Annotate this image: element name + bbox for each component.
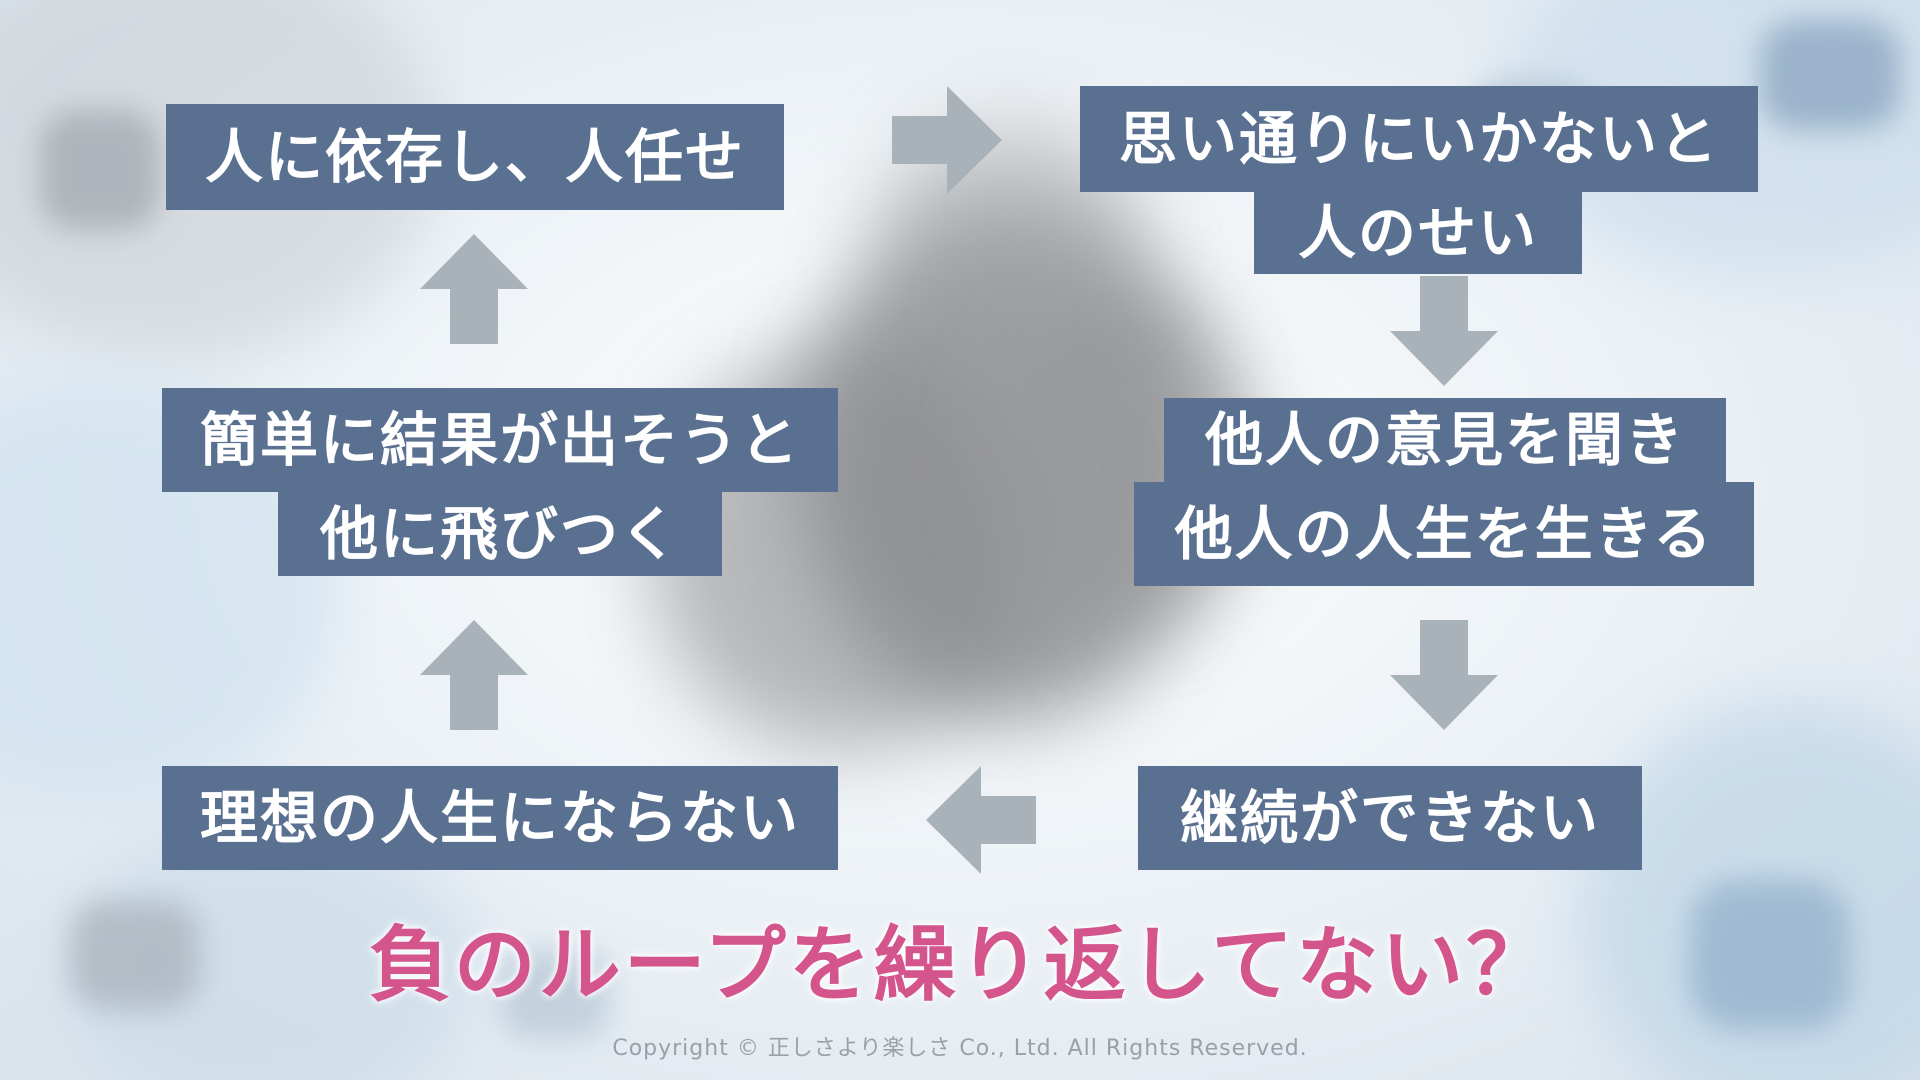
step-jump-line2-box: 他に飛びつく xyxy=(278,492,722,576)
step-others-text-line2: 他人の人生を生きる xyxy=(1174,500,1714,568)
step-others-text-line1: 他人の意見を聞き xyxy=(1204,406,1685,474)
arrow-down-icon xyxy=(1390,620,1498,730)
step-others-line2-box: 他人の人生を生きる xyxy=(1134,482,1754,586)
step-cannot-continue-text: 継続ができない xyxy=(1179,784,1600,852)
step-jump-text-line1: 簡単に結果が出そうと xyxy=(199,406,800,474)
arrow-left-icon xyxy=(926,766,1036,874)
step-blame-text-line2: 人のせい xyxy=(1297,199,1538,267)
arrow-up-icon xyxy=(420,620,528,730)
step-blame-text-line1: 思い通りにいかないと xyxy=(1118,105,1719,173)
step-not-ideal-text: 理想の人生にならない xyxy=(199,784,800,852)
step-cannot-continue: 継続ができない xyxy=(1138,766,1642,870)
arrow-up-icon xyxy=(420,234,528,344)
arrow-right-icon xyxy=(892,86,1002,194)
step-depend-text: 人に依存し、人任せ xyxy=(204,123,745,191)
copyright: Copyright © 正しさより楽しさ Co., Ltd. All Right… xyxy=(612,1036,1308,1061)
arrow-down-icon xyxy=(1390,276,1498,386)
step-jump-text-line2: 他に飛びつく xyxy=(319,500,680,568)
step-blame-line1-box: 思い通りにいかないと xyxy=(1080,86,1758,192)
step-blame-line2-box: 人のせい xyxy=(1254,192,1582,274)
step-not-ideal-life: 理想の人生にならない xyxy=(162,766,838,870)
tagline: 負のループを繰り返してない？ xyxy=(368,918,1552,1013)
step-others-line1-box: 他人の意見を聞き xyxy=(1164,398,1726,482)
step-depend-on-others: 人に依存し、人任せ xyxy=(166,104,784,210)
step-jump-line1-box: 簡単に結果が出そうと xyxy=(162,388,838,492)
